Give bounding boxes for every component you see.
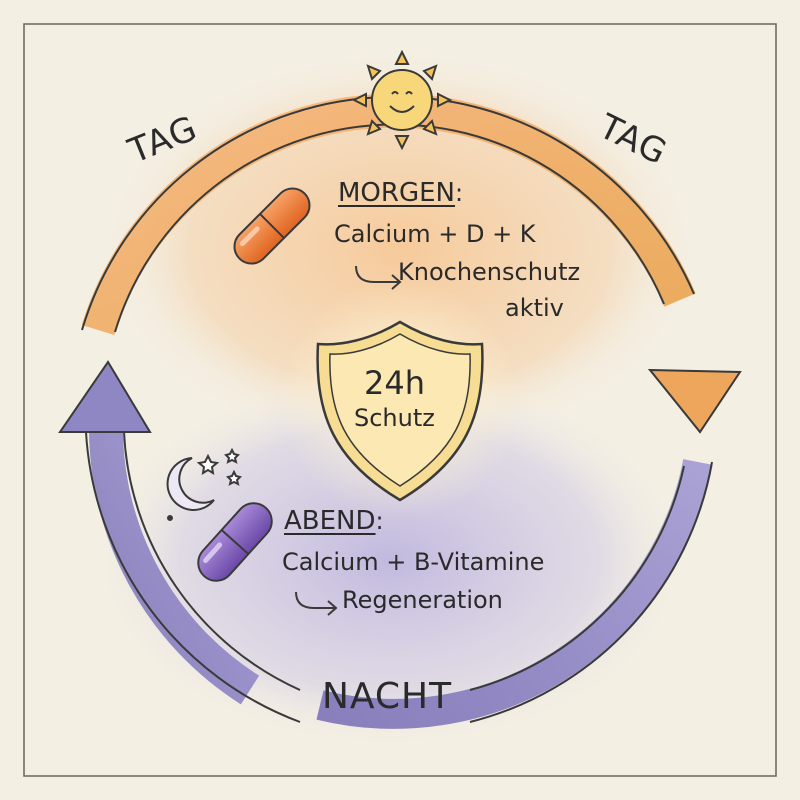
morning-supplements: Calcium + D + K — [334, 220, 536, 248]
night-arrow — [58, 360, 713, 729]
morning-title-colon: : — [455, 179, 464, 207]
moon-and-stars-icon — [166, 447, 242, 521]
shield-duration: 24h — [364, 364, 425, 402]
hooked-arrow-right-icon — [355, 265, 402, 290]
shield-icon — [316, 320, 484, 502]
morning-heading: MORGEN: — [338, 178, 463, 208]
morning-title: MORGEN — [338, 178, 455, 208]
shield-label: Schutz — [354, 404, 435, 432]
morning-effect-cont: aktiv — [505, 294, 564, 322]
evening-title-colon: : — [375, 507, 384, 535]
night-arrow-head — [58, 360, 152, 433]
evening-effect: Regeneration — [342, 586, 503, 614]
day-arrow-head — [647, 368, 742, 434]
smiling-sun-icon — [351, 49, 453, 151]
purple-capsule-icon — [197, 502, 273, 582]
cycle-label-night: NACHT — [322, 676, 453, 717]
evening-supplements: Calcium + B-Vitamine — [282, 548, 545, 576]
morning-effect: Knochenschutz — [398, 258, 581, 286]
evening-title: ABEND — [284, 506, 376, 536]
evening-heading: ABEND: — [284, 506, 384, 536]
orange-capsule-icon — [233, 187, 311, 265]
hooked-arrow-right-icon — [295, 591, 338, 616]
paper-frame — [23, 23, 777, 777]
